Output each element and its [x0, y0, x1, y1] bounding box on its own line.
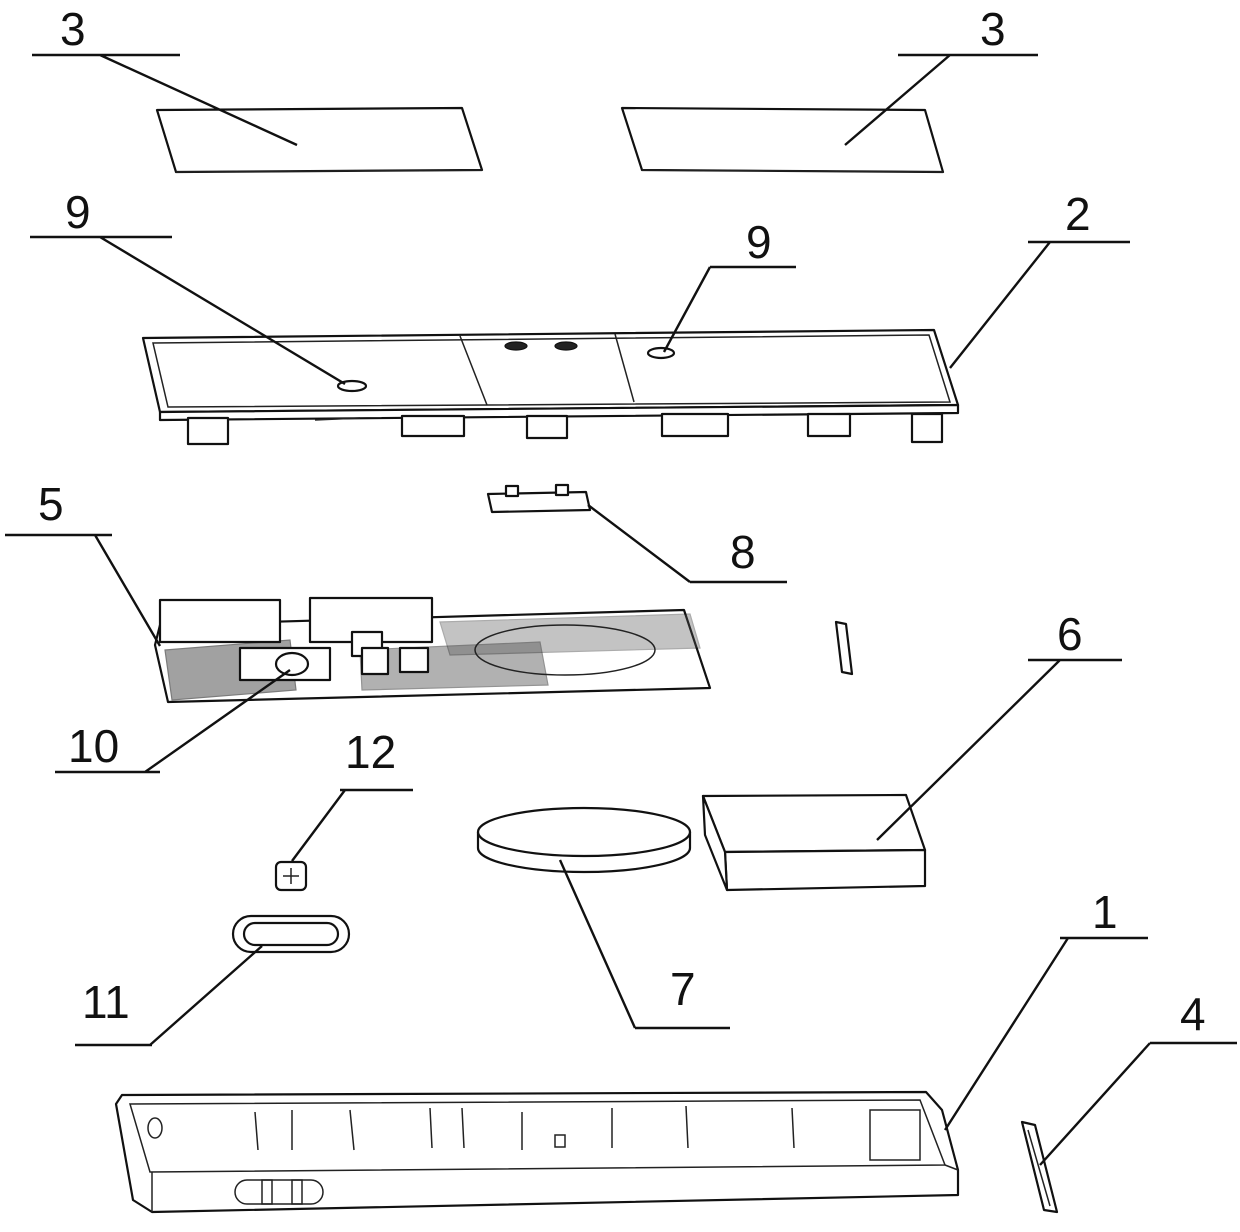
label-3-left: 3	[60, 3, 86, 55]
part-3-plate-left	[157, 108, 482, 172]
part-3-plate-right	[622, 108, 943, 172]
part-7-disc	[478, 808, 690, 872]
part-2-top-cover	[143, 330, 958, 444]
label-12: 12	[345, 726, 396, 778]
label-1: 1	[1092, 886, 1118, 938]
label-2: 2	[1065, 188, 1091, 240]
part-8-switch	[488, 485, 590, 512]
label-4: 4	[1180, 988, 1206, 1040]
part-6-battery	[703, 795, 925, 890]
label-8: 8	[730, 526, 756, 578]
label-5: 5	[38, 478, 64, 530]
label-9-left: 9	[65, 186, 91, 238]
label-7: 7	[670, 963, 696, 1015]
small-clip	[836, 622, 852, 674]
part-5-circuit-board	[155, 598, 710, 702]
part-4-end-cap	[1022, 1122, 1057, 1212]
label-6: 6	[1057, 608, 1083, 660]
part-9-hole-right	[648, 348, 674, 358]
part-12-button	[276, 862, 306, 890]
part-11-ring	[233, 916, 349, 952]
part-10-component	[240, 648, 330, 680]
label-11: 11	[82, 976, 130, 1028]
part-1-bottom-housing	[116, 1092, 958, 1212]
label-3-right: 3	[980, 3, 1006, 55]
label-10: 10	[68, 720, 119, 772]
label-9-right: 9	[746, 216, 772, 268]
